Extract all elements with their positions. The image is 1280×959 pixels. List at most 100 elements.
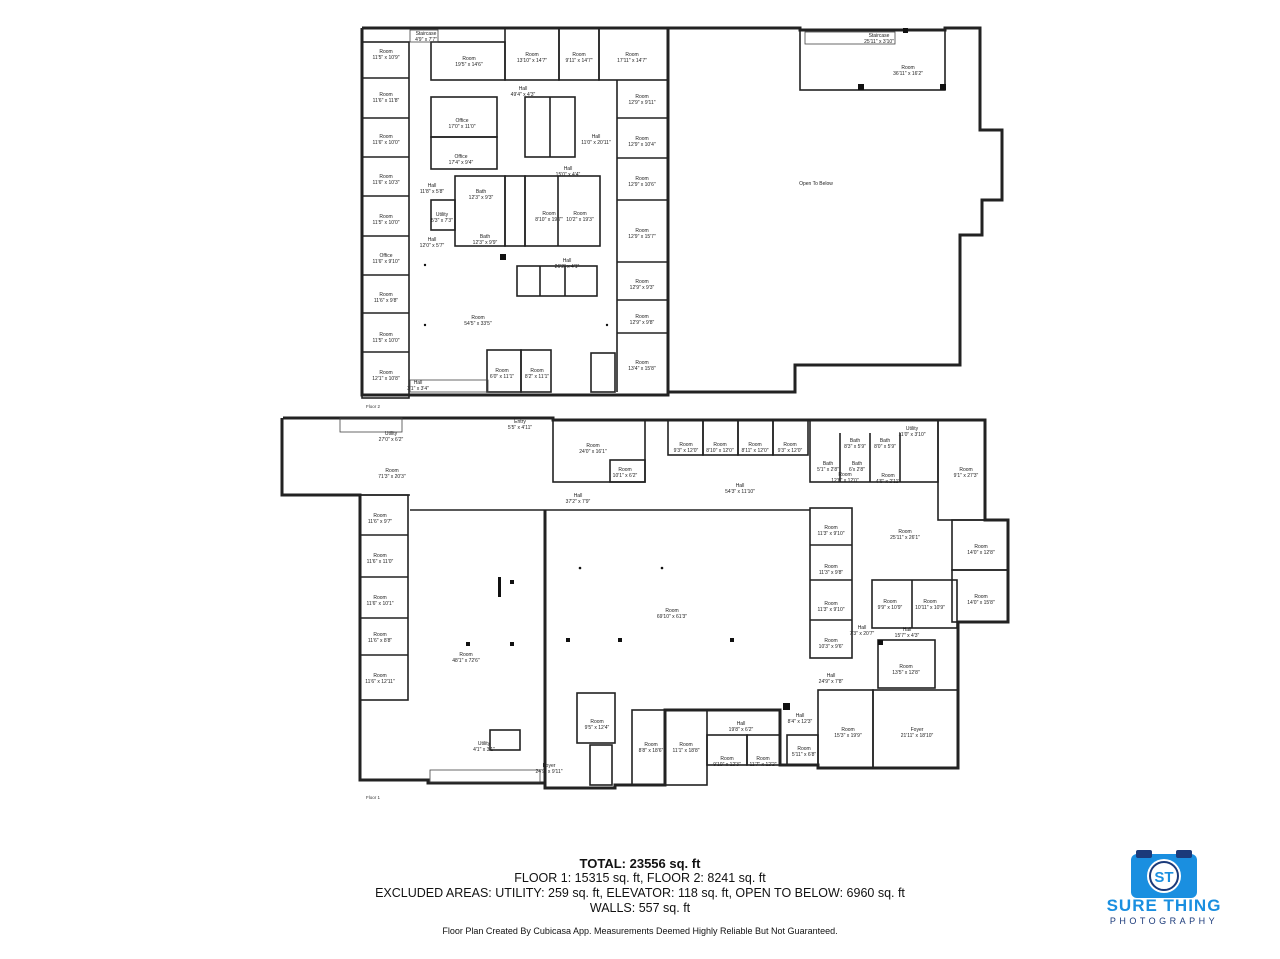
room-dimensions-label: 11'6" x 12'11" (365, 679, 395, 685)
room-dimensions-label: 11'5" x 10'0" (372, 338, 399, 344)
room-name-label: Room (525, 52, 538, 58)
room-dimensions-label: 27'0" x 6'2" (379, 437, 404, 443)
room-name-label: Hall (414, 380, 423, 386)
room-dimensions-label: 9'9" x 10'9" (878, 605, 903, 611)
room-dimensions-label: 26'2" x 4'1" (555, 264, 580, 270)
room-dimensions-label: 13'10" x 14'7" (517, 58, 547, 64)
room-dimensions-label: 17'4" x 9'4" (449, 160, 474, 166)
room-dimensions-label: 5'1" x 2'8" (817, 467, 839, 473)
room-name-label: Entry (514, 419, 526, 425)
room-dimensions-label: 11'5" x 10'9" (372, 55, 399, 61)
room-name-label: Room (824, 564, 837, 570)
room-dimensions-label: 8'10" x 12'0" (706, 448, 734, 454)
room-dimensions-label: 8'2" x 11'1" (525, 374, 549, 380)
room-dimensions-label: 24'9" x 9'11" (535, 769, 562, 775)
room-name-label: Room (881, 473, 894, 479)
room-name-label: Room (573, 211, 586, 217)
room-dimensions-label: 12'9" x 15'7" (628, 234, 656, 240)
logo-mark: ST (1154, 869, 1173, 886)
brand-logo: ST SURE THING PHOTOGRAPHY (1084, 848, 1244, 938)
room-name-label: Room (974, 594, 987, 600)
room-dimensions-label: 12'1" x 10'8" (372, 376, 400, 382)
room-dimensions-label: 4'9" x 7'7" (415, 37, 437, 43)
room-name-label: Hall (903, 627, 912, 633)
room-dimensions-label: 8'8" x 18'6" (639, 748, 664, 754)
room-dimensions-label: 10'1" x 6'2" (613, 473, 638, 479)
room-dimensions-label: 19'5" x 14'6" (455, 62, 483, 68)
room-name-label: Room (974, 544, 987, 550)
room-name-label: Room (373, 553, 386, 559)
room-dimensions-label: 8'4" x 12'3" (788, 719, 813, 725)
room-dimensions-label: 8'10" x 19'7" (535, 217, 563, 223)
room-name-label: Room (542, 211, 555, 217)
room-name-label: Room (462, 56, 475, 62)
room-name-label: Office (456, 118, 469, 124)
room-name-label: Room (379, 49, 392, 55)
room-dimensions-label: 8'11" x 12'0" (741, 448, 768, 454)
room-name-label: Room (530, 368, 543, 374)
room-dimensions-label: 15'0" x 4'4" (556, 172, 581, 178)
room-name-label: Room (748, 442, 761, 448)
room-name-label: Utility (436, 212, 449, 218)
floor-2-caption: Floor 2 (366, 404, 381, 409)
room-dimensions-label: 54'3" x 11'10" (725, 489, 755, 495)
room-name-label: Room (635, 176, 648, 182)
room-name-label: Room (379, 370, 392, 376)
room-dimensions-label: 9'11" x 14'7" (565, 58, 592, 64)
room-dimensions-label: 10'3" x 9'6" (819, 644, 844, 650)
room-dimensions-label: 11'6" x 10'1" (366, 601, 393, 607)
room-dimensions-label: 11'6" x 9'10" (372, 259, 399, 265)
room-name-label: Room (373, 673, 386, 679)
room-name-label: Room (590, 719, 603, 725)
room-dimensions-label: 9'1" x 27'3" (954, 473, 979, 479)
room-name-label: Room (713, 442, 726, 448)
room-name-label: Utility (385, 431, 398, 437)
room-dimensions-label: 13'5" x 12'8" (892, 670, 920, 676)
room-dimensions-label: 11'7" x 12'2" (749, 762, 776, 768)
room-name-label: Room (923, 599, 936, 605)
room-dimensions-label: 10'2" x 19'3" (566, 217, 594, 223)
room-dimensions-label: 11'6" x 10'3" (372, 180, 399, 186)
room-dimensions-label: 12'8" x 12'0" (831, 478, 859, 484)
room-name-label: Room (379, 332, 392, 338)
room-dimensions-label: 12'9" x 10'4" (628, 142, 656, 148)
room-name-label: Room (635, 228, 648, 234)
room-dimensions-label: 5'11" x 6'8" (792, 752, 816, 758)
room-dimensions-label: 11'6" x 9'7" (368, 519, 392, 525)
room-dimensions-label: 12'0" x 5'7" (420, 243, 445, 249)
room-name-label: Room (841, 727, 854, 733)
floor-2-plan: Floor 2 (360, 26, 1004, 409)
room-name-label: Room (797, 746, 810, 752)
room-dimensions-label: 4'6" x 2'11" (876, 479, 900, 485)
room-name-label: Bath (480, 234, 491, 240)
room-name-label: Room (635, 314, 648, 320)
room-name-label: Bath (880, 438, 891, 444)
room-name-label: Room (824, 525, 837, 531)
room-name-label: Utility (478, 741, 491, 747)
room-dimensions-label: 24'9" x 7'8" (819, 679, 844, 685)
room-name-label: Staircase (869, 33, 890, 39)
room-name-label: Hall (796, 713, 805, 719)
room-dimensions-label: 37'2" x 7'9" (566, 499, 591, 505)
room-dimensions-label: 9'5" x 12'4" (585, 725, 610, 731)
room-name-label: Room (644, 742, 657, 748)
room-dimensions-label: 69'10" x 61'3" (657, 614, 687, 620)
room-name-label: Open To Below (799, 181, 833, 187)
room-dimensions-label: 5'3" x 7'3" (431, 218, 453, 224)
room-name-label: Room (635, 94, 648, 100)
room-dimensions-label: 10'11" x 10'9" (915, 605, 945, 611)
logo-name: SURE THING (1106, 896, 1222, 915)
room-name-label: Bath (852, 461, 863, 467)
room-name-label: Bath (850, 438, 861, 444)
room-name-label: Room (373, 632, 386, 638)
room-dimensions-label: 9'10" x 12'3" (713, 762, 741, 768)
room-name-label: Hall (737, 721, 746, 727)
room-dimensions-label: 11'8" x 5'8" (420, 189, 444, 195)
room-name-label: Room (756, 756, 769, 762)
room-dimensions-label: 11'6" x 11'0" (367, 559, 394, 565)
room-name-label: Office (380, 253, 393, 259)
room-name-label: Room (824, 601, 837, 607)
area-summary: TOTAL: 23556 sq. ft FLOOR 1: 15315 sq. f… (340, 856, 940, 916)
room-name-label: Room (635, 136, 648, 142)
